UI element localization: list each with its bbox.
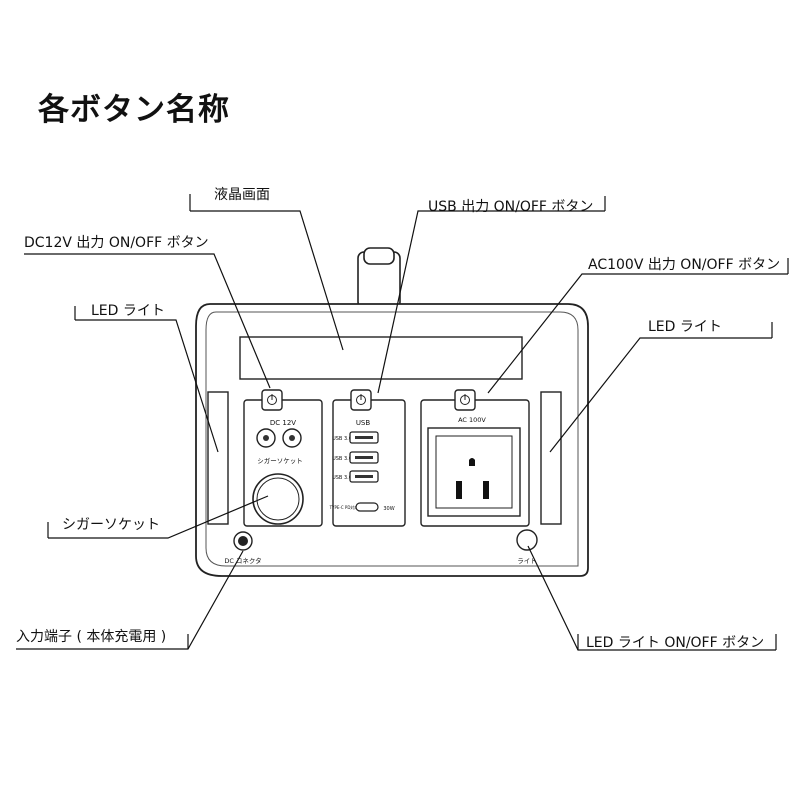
usb-port-2-label: USB 3.0 — [332, 456, 352, 462]
type-c-watt-label: 30W — [383, 506, 394, 512]
dc-output-port-1[interactable] — [256, 428, 276, 448]
led-strip-right — [540, 391, 562, 525]
callout-lcd: 液晶画面 — [214, 187, 270, 203]
dc-output-port-2[interactable] — [282, 428, 302, 448]
callout-dc12v-button: DC12V 出力 ON/OFF ボタン — [24, 235, 209, 251]
callout-input-terminal: 入力端子 ( 本体充電用 ) — [16, 629, 167, 645]
dc12v-power-button[interactable] — [261, 389, 283, 411]
callout-cigar-socket: シガーソケット — [62, 517, 160, 533]
type-c-label: TYPE-C PD対応 — [329, 504, 359, 510]
ac100v-label: AC 100V — [458, 416, 486, 424]
ac-outlet[interactable] — [427, 427, 521, 517]
ac100v-power-button[interactable] — [454, 389, 476, 411]
callout-led-light-button: LED ライト ON/OFF ボタン — [586, 635, 765, 651]
handle — [357, 247, 401, 309]
usb-port-3-label: USB 3.0 — [332, 475, 352, 481]
lcd-screen — [239, 336, 523, 380]
callout-led-light-right: LED ライト — [648, 319, 722, 335]
dc-input-connector[interactable] — [233, 531, 253, 551]
led-strip-left — [207, 391, 229, 525]
callout-led-light-left: LED ライト — [91, 303, 165, 319]
callout-ac100v-button: AC100V 出力 ON/OFF ボタン — [588, 257, 781, 273]
usb-power-button[interactable] — [350, 389, 372, 411]
usb-label: USB — [356, 419, 371, 427]
usb-port-1-label: USB 3.0 — [332, 436, 352, 442]
page-title: 各ボタン名称 — [38, 92, 230, 128]
cigar-socket[interactable] — [252, 473, 304, 525]
leader-lines — [16, 194, 789, 651]
type-c-port[interactable] — [355, 502, 379, 512]
cigar-socket-label: シガーソケット — [257, 456, 303, 465]
light-button[interactable] — [516, 529, 538, 551]
dc12v-label: DC 12V — [270, 419, 296, 427]
light-label: ライト — [517, 557, 537, 565]
dc-connector-label: DC コネクタ — [224, 556, 261, 565]
